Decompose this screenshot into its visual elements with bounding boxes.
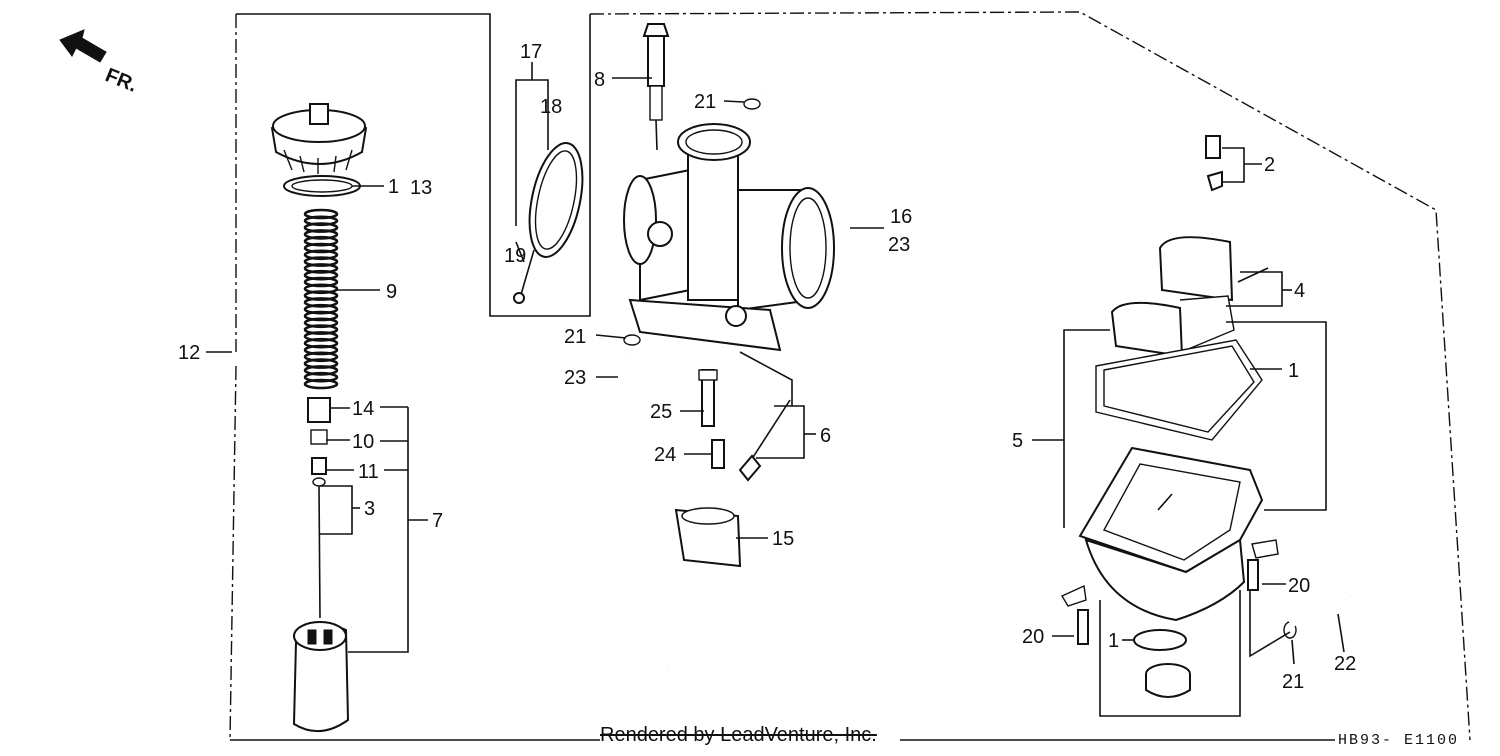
cap-gasket	[283, 175, 361, 197]
clamp-band	[528, 142, 584, 258]
throttle-slide	[292, 621, 350, 732]
float	[1110, 236, 1269, 358]
callout-20-left: 20	[1022, 626, 1044, 648]
direction-label: FR.	[102, 64, 140, 96]
callout-9: 9	[386, 281, 397, 303]
main-jet	[711, 439, 725, 469]
needle-assembly	[307, 397, 331, 619]
overflow-tube	[1288, 549, 1399, 628]
callout-17: 17	[520, 41, 542, 63]
pilot-jet	[698, 369, 718, 427]
chamber-screws	[1060, 539, 1279, 645]
assembly-borders	[229, 11, 1471, 741]
callout-6: 6	[820, 425, 831, 447]
drain-oring	[1133, 629, 1187, 651]
callout-5: 5	[1012, 430, 1023, 452]
callout-19: 19	[504, 245, 526, 267]
footer-credit: Rendered by LeadVenture, Inc.	[600, 724, 877, 746]
callout-22: 22	[1334, 653, 1356, 675]
callout-10: 10	[352, 431, 374, 453]
needle-jet-holder	[674, 507, 742, 568]
clamp-screw	[513, 249, 535, 304]
callout-3: 3	[364, 498, 375, 520]
float-chamber-body	[1078, 446, 1264, 622]
callout-20-right: 20	[1288, 575, 1310, 597]
callout-numbers: 1 13 9 12 14 10 11 3 7 17 18 19 8 21 21 …	[178, 41, 1356, 693]
callout-12: 12	[178, 342, 200, 364]
callout-13: 13	[410, 177, 432, 199]
callout-16: 16	[890, 206, 912, 228]
callout-25: 25	[650, 401, 672, 423]
callout-21-top: 21	[694, 91, 716, 113]
choke-plunger	[642, 23, 670, 151]
callout-24: 24	[654, 444, 676, 466]
callout-1-gasket: 1	[1288, 360, 1299, 382]
float-valve	[1205, 135, 1223, 192]
callout-1-cap-gasket: 1	[388, 176, 399, 198]
throttle-spring	[303, 208, 339, 390]
callout-21-bottom: 21	[1282, 671, 1304, 693]
callout-8: 8	[594, 69, 605, 91]
throttle-cap	[270, 103, 368, 174]
callout-7: 7	[432, 510, 443, 532]
callout-1-bottom: 1	[1108, 630, 1119, 652]
callout-2: 2	[1264, 154, 1275, 176]
callout-18: 18	[540, 96, 562, 118]
callout-4: 4	[1294, 280, 1305, 302]
vent-tube-right	[759, 70, 907, 554]
callout-23-left: 23	[564, 367, 586, 389]
callout-21-mid: 21	[564, 326, 586, 348]
float-chamber-gasket	[1095, 339, 1263, 441]
callout-14: 14	[352, 398, 374, 420]
air-screw	[738, 399, 791, 482]
diagram-code: HB93- E1100	[1338, 732, 1460, 749]
spring-coil	[303, 378, 339, 390]
drain-plug	[1145, 663, 1191, 698]
callout-11: 11	[358, 461, 379, 483]
vent-tube-left	[579, 356, 671, 669]
callout-15: 15	[772, 528, 794, 550]
carburetor-body	[623, 123, 835, 352]
callout-23-right: 23	[888, 234, 910, 256]
leader-lines	[206, 62, 1345, 717]
front-direction-arrow: FR.	[59, 29, 140, 97]
